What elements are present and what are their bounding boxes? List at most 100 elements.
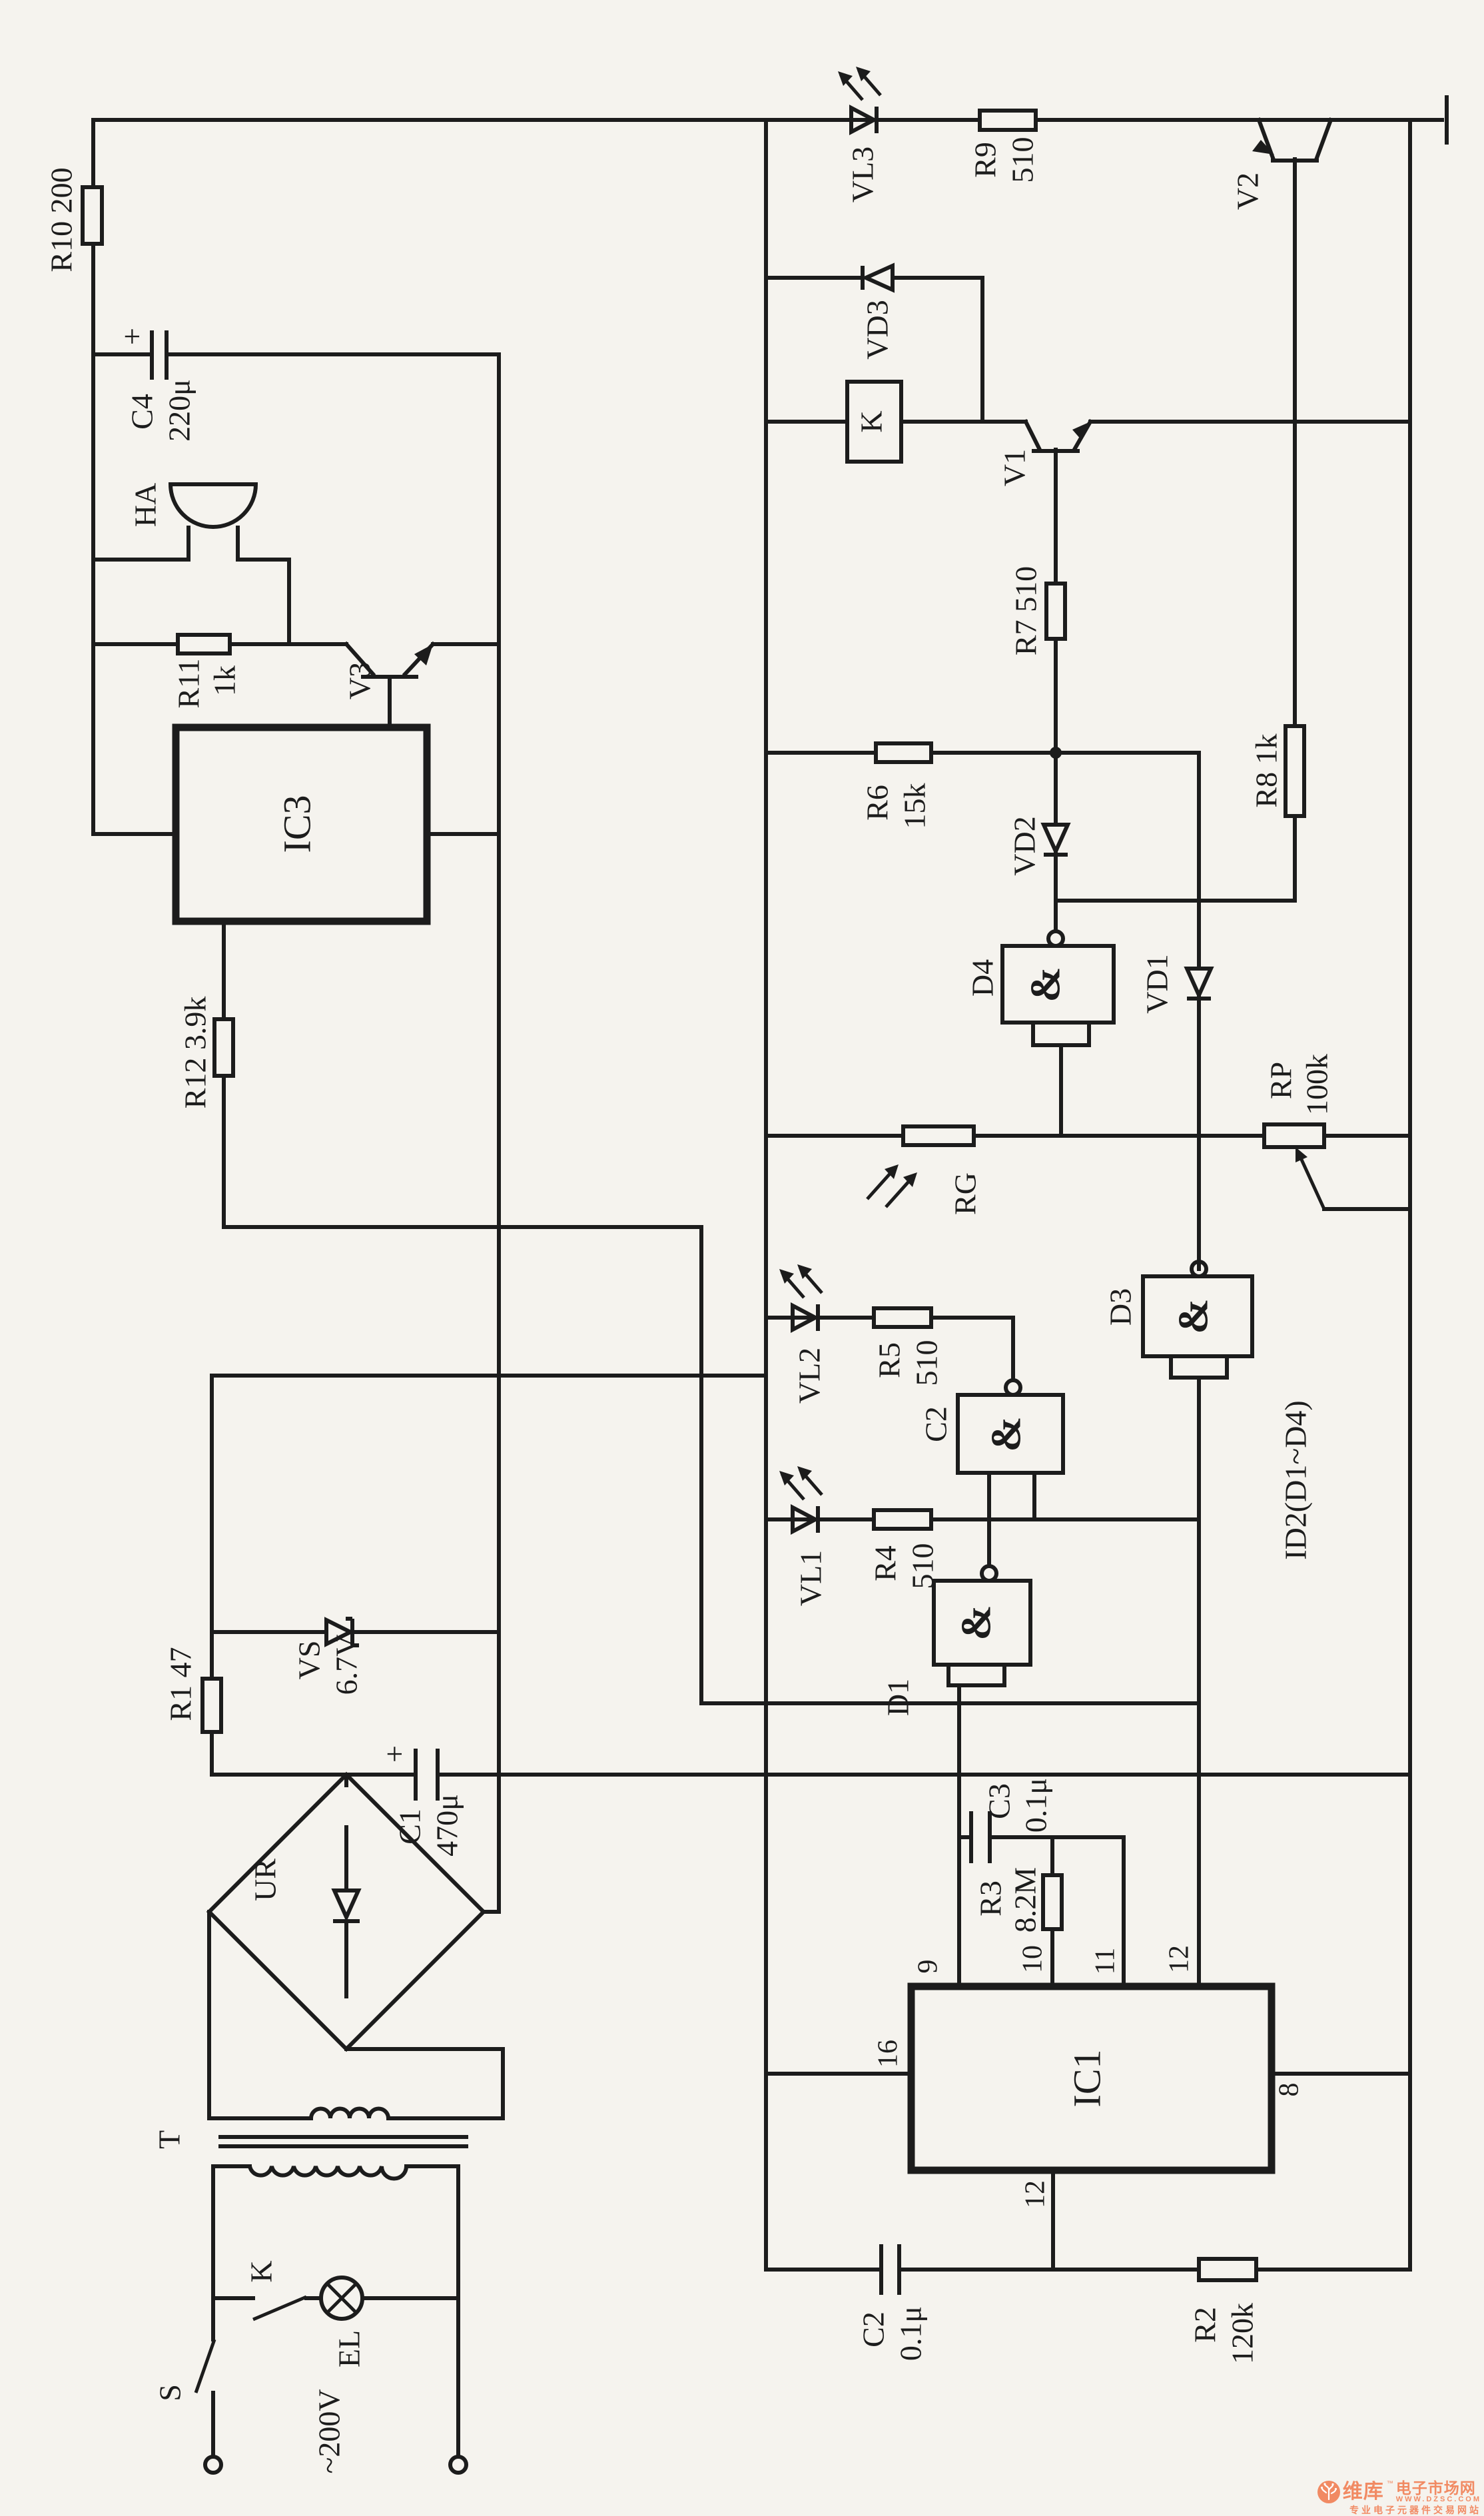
label-c4-plus: + (115, 328, 149, 345)
resistor-r7 (1044, 582, 1067, 641)
label-d1: D1 (881, 1679, 915, 1716)
watermark-url: WWW.DZSC.COM (1395, 2495, 1481, 2503)
label-r3-name: R3 (974, 1881, 1008, 1916)
label-ur: UR (248, 1859, 282, 1901)
resistor-r10 (81, 185, 104, 246)
ic3-box (172, 723, 431, 925)
resistor-r12 (212, 1017, 235, 1078)
watermark-tagline: 专业电子元器件交易网站 (1349, 2505, 1481, 2515)
transistor-v2 (1252, 117, 1333, 163)
label-r4-name: R4 (869, 1545, 903, 1581)
label-r2-name: R2 (1188, 2307, 1222, 2343)
label-r8: R8 1k (1250, 733, 1284, 807)
label-r10: R10 200 (45, 167, 79, 272)
led-vl1 (779, 1466, 823, 1535)
lamp-el (319, 2276, 364, 2321)
label-vd1: VD1 (1140, 954, 1174, 1013)
led-vl2 (779, 1264, 823, 1333)
mains-terminal-right (448, 2455, 468, 2475)
label-ic1: IC1 (1065, 2050, 1108, 2108)
capacitor-c3 (969, 1811, 992, 1863)
label-r6-name: R6 (861, 785, 895, 821)
resistor-r5 (872, 1306, 933, 1329)
label-r2-value: 120k (1226, 2303, 1260, 2364)
label-v2: V2 (1231, 173, 1265, 210)
label-ic3: IC3 (275, 795, 318, 853)
label-r4-value: 510 (906, 1543, 940, 1589)
resistor-r11 (176, 633, 232, 655)
gate-d1-amp: & (952, 1605, 1000, 1640)
resistor-r9 (978, 109, 1038, 132)
gate-d4: & (1000, 929, 1116, 1047)
relay-k-box (845, 380, 903, 464)
label-vs-value: 6.7V (330, 1635, 364, 1695)
label-rg: RG (948, 1172, 982, 1215)
transistor-v1 (1022, 418, 1094, 453)
label-c4-value: 220μ (163, 379, 196, 442)
weiku-logo-icon (1317, 2481, 1340, 2503)
switch-k (252, 2295, 307, 2321)
label-t: T (153, 2130, 186, 2149)
label-d3: D3 (1104, 1288, 1138, 1326)
label-k-switch: K (244, 2260, 278, 2282)
ic1-box (907, 1982, 1276, 2174)
label-c3-name: C3 (982, 1783, 1016, 1819)
resistor-r2 (1197, 2257, 1258, 2282)
transformer-t (218, 2106, 468, 2181)
gate-d1: & (932, 1564, 1032, 1687)
gate-c2-amp: & (982, 1416, 1030, 1452)
led-vl3 (838, 67, 882, 135)
labels-layer: R10 200 + C4 220μ HA R11 1k V3 IC3 R12 3… (45, 137, 1334, 2474)
switch-s (194, 2339, 216, 2393)
label-k-relay: K (855, 410, 889, 432)
label-r12: R12 3.9k (179, 997, 212, 1109)
watermark-tm: ™ (1386, 2480, 1393, 2487)
gate-c2: & (956, 1378, 1065, 1475)
label-vl3: VL3 (846, 147, 880, 203)
label-c1-plus: + (378, 1745, 412, 1763)
resistor-r6 (874, 741, 933, 764)
label-pin11: 11 (1090, 1948, 1121, 1974)
capacitor-c2b (879, 2244, 901, 2295)
resistor-r4 (872, 1508, 933, 1531)
label-pin8: 8 (1274, 2083, 1305, 2097)
diode-vd1 (1184, 967, 1214, 1001)
junction-dot (1050, 747, 1062, 759)
gate-d3-amp: & (1170, 1298, 1217, 1334)
label-r3-value: 8.2M (1008, 1867, 1042, 1932)
label-pin9: 9 (913, 1960, 944, 1974)
watermark-name-bold: 维库 (1342, 2481, 1384, 2503)
label-vl1: VL1 (794, 1550, 828, 1606)
label-c1-value: 470μ (430, 1794, 464, 1857)
resistor-r1 (200, 1677, 223, 1734)
watermark: 维库 ™ 电子市场网 WWW.DZSC.COM 专业电子元器件交易网站 (1317, 2481, 1481, 2515)
label-r9-value: 510 (1006, 137, 1040, 183)
label-c4-name: C4 (125, 394, 159, 430)
label-c3-value: 0.1μ (1019, 1778, 1053, 1833)
label-id2: ID2(D1~D4) (1279, 1400, 1313, 1560)
label-v1: V1 (998, 449, 1032, 486)
label-c2-gate: C2 (919, 1406, 953, 1442)
watermark-name-rest: 电子市场网 (1395, 2479, 1476, 2497)
capacitor-c1 (414, 1749, 440, 1801)
label-s: S (153, 2384, 187, 2401)
diode-vd2 (1040, 823, 1071, 857)
label-r11-name: R11 (172, 659, 206, 709)
mains-terminal-left (203, 2455, 223, 2475)
resistor-r3 (1041, 1873, 1064, 1931)
potentiometer-rp (1262, 1122, 1326, 1210)
label-mains: ~200V (312, 2389, 346, 2473)
label-r7: R7 510 (1009, 566, 1043, 655)
label-ha: HA (129, 483, 163, 527)
label-pin10: 10 (1018, 1945, 1048, 1973)
label-pin12-top: 12 (1164, 1945, 1195, 1973)
bridge-ur (206, 1771, 487, 2052)
label-vd2: VD2 (1008, 816, 1042, 875)
label-v3: V3 (343, 662, 377, 699)
label-c2b-value: 0.1μ (894, 2306, 928, 2361)
label-r5-value: 510 (910, 1340, 944, 1386)
label-r1: R1 47 (164, 1647, 198, 1721)
label-c2b-name: C2 (857, 2311, 891, 2347)
